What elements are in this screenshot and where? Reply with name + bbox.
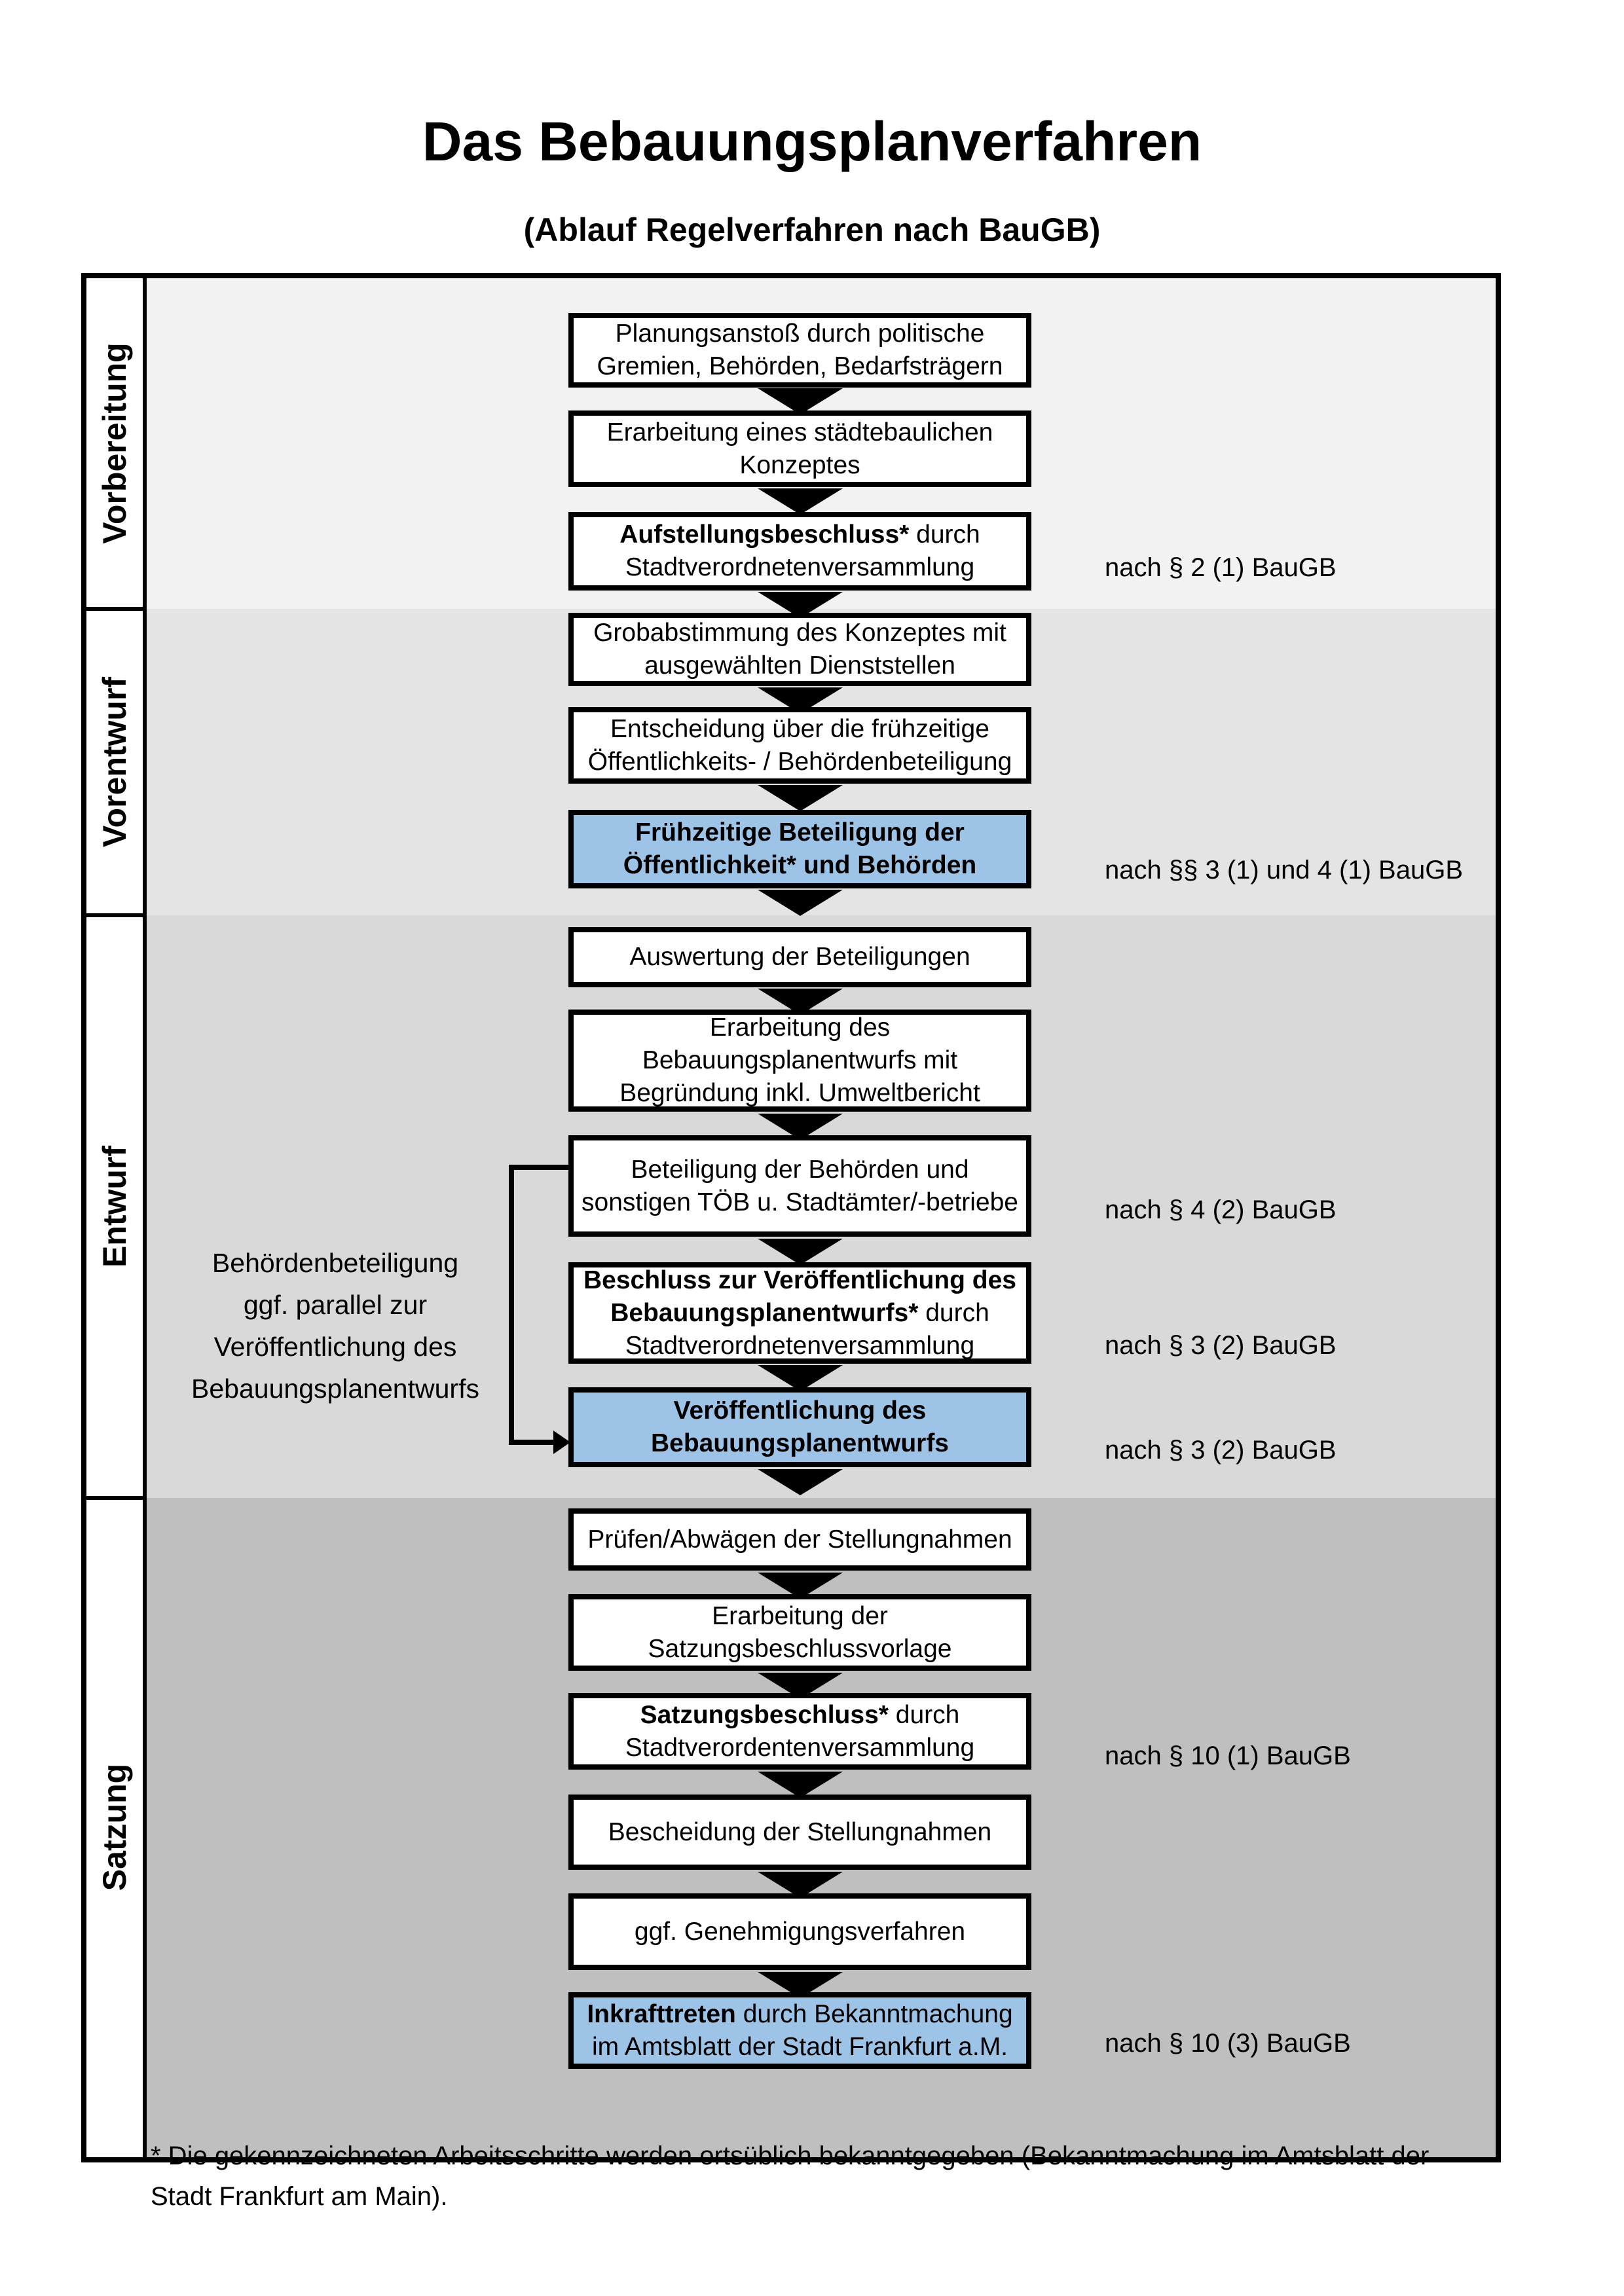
side-note-line: Veröffentlichung des <box>213 1332 457 1362</box>
flow-step-satzungsbeschluss: Satzungsbeschluss* durch Stadtverordente… <box>568 1693 1031 1770</box>
side-note-line: Behördenbeteiligung <box>212 1248 459 1278</box>
step-text: Begründung inkl. Umweltbericht <box>619 1079 980 1107</box>
step-text: Erarbeitung des <box>709 1013 891 1042</box>
right-arrowhead-icon <box>553 1430 570 1454</box>
down-arrow-icon <box>758 1365 843 1391</box>
law-ref-beschluss-veroeffentlichung: nach § 3 (2) BauGB <box>1105 1331 1337 1360</box>
step-text-bold: Öffentlichkeit* und Behörden <box>623 851 977 879</box>
down-arrow-icon <box>758 1469 843 1495</box>
page-subtitle: (Ablauf Regelverfahren nach BauGB) <box>523 211 1101 248</box>
down-arrow-icon <box>758 890 843 916</box>
step-text-bold: Beschluss zur Veröffentlichung des <box>583 1266 1016 1294</box>
phase-label-entwurf: Entwurf <box>96 1145 133 1268</box>
step-text: durch <box>888 1700 960 1729</box>
law-ref-veroeffentlichung: nach § 3 (2) BauGB <box>1105 1436 1337 1465</box>
step-text: ggf. Genehmigungsverfahren <box>634 1917 966 1946</box>
step-text: Satzungsbeschlussvorlage <box>648 1634 952 1663</box>
step-text: Grobabstimmung des Konzeptes mit <box>593 619 1006 647</box>
law-ref-aufstellungsbeschluss: nach § 2 (1) BauGB <box>1105 553 1337 582</box>
step-text: im Amtsblatt der Stadt Frankfurt a.M. <box>591 2032 1008 2061</box>
step-text: Inkrafttreten durch Bekanntmachung <box>587 1998 1012 2031</box>
bracket-connector-vertical <box>509 1165 514 1445</box>
side-note-line: Bebauungsplanentwurfs <box>191 1374 479 1404</box>
flow-step-fruehzeitige-beteiligung: Frühzeitige Beteiligung der Öffentlichke… <box>568 810 1031 888</box>
step-text: Erarbeitung eines städtebaulichen <box>606 418 993 446</box>
bracket-connector-top <box>509 1165 568 1170</box>
step-text: durch <box>909 520 980 549</box>
flow-step-erarbeitung-entwurf: Erarbeitung des Bebauungsplanentwurfs mi… <box>568 1010 1031 1112</box>
step-text: durch <box>918 1298 989 1327</box>
step-text: sonstigen TÖB u. Stadtämter/-betriebe <box>581 1188 1018 1216</box>
bracket-connector-bottom <box>509 1440 555 1445</box>
step-text: durch Bekanntmachung <box>735 1999 1013 2028</box>
step-text: Stadtverordnetenversammlung <box>625 553 975 581</box>
phase-label-satzung: Satzung <box>96 1763 133 1891</box>
step-text: Bebauungsplanentwurfs* durch <box>610 1297 989 1330</box>
step-text: Bescheidung der Stellungnahmen <box>608 1817 992 1846</box>
flow-step-konzept: Erarbeitung eines städtebaulichen Konzep… <box>568 410 1031 487</box>
flow-step-inkrafttreten: Inkrafttreten durch Bekanntmachung im Am… <box>568 1992 1031 2069</box>
step-text: Planungsanstoß durch politische <box>615 319 985 348</box>
footnote: * Die gekennzeichneten Arbeitsschritte w… <box>151 2141 1430 2211</box>
step-text: Satzungsbeschluss* durch <box>640 1699 960 1732</box>
flow-step-pruefen-abwaegen: Prüfen/Abwägen der Stellungnahmen <box>568 1508 1031 1571</box>
step-text-bold: Veröffentlichung des <box>673 1396 927 1425</box>
flow-step-satzungsvorlage: Erarbeitung der Satzungsbeschlussvorlage <box>568 1594 1031 1671</box>
law-ref-satzungsbeschluss: nach § 10 (1) BauGB <box>1105 1741 1351 1770</box>
down-arrow-icon <box>758 1772 843 1798</box>
phase-label-column <box>86 278 147 2157</box>
down-arrow-icon <box>758 388 843 414</box>
law-ref-behoerdenbeteiligung: nach § 4 (2) BauGB <box>1105 1195 1337 1224</box>
step-text-bold: Bebauungsplanentwurfs* <box>610 1298 919 1327</box>
step-text: Auswertung der Beteiligungen <box>629 943 970 971</box>
phase-label-vorbereitung: Vorbereitung <box>96 342 133 544</box>
flow-step-bescheidung: Bescheidung der Stellungnahmen <box>568 1795 1031 1870</box>
step-text: Prüfen/Abwägen der Stellungnahmen <box>587 1525 1012 1554</box>
down-arrow-icon <box>758 488 843 515</box>
step-text-bold: Aufstellungsbeschluss* <box>619 520 910 549</box>
flow-step-entscheidung-beteiligung: Entscheidung über die frühzeitige Öffent… <box>568 707 1031 784</box>
step-text-bold: Bebauungsplanentwurfs <box>650 1429 950 1457</box>
diagram-frame: Vorbereitung Vorentwurf Entwurf Satzung … <box>81 273 1501 2162</box>
step-text-bold: Satzungsbeschluss* <box>640 1700 889 1729</box>
phase-separator <box>86 913 147 917</box>
law-ref-inkrafttreten: nach § 10 (3) BauGB <box>1105 2029 1351 2058</box>
step-text: Gremien, Behörden, Bedarfsträgern <box>597 352 1003 380</box>
side-note-behoerdenbeteiligung: Behördenbeteiligung ggf. parallel zur Ve… <box>165 1242 506 1410</box>
flow-step-planungsanstoss: Planungsanstoß durch politische Gremien,… <box>568 313 1031 388</box>
flow-step-auswertung: Auswertung der Beteiligungen <box>568 927 1031 987</box>
down-arrow-icon <box>758 785 843 811</box>
flow-step-behoerdenbeteiligung: Beteiligung der Behörden und sonstigen T… <box>568 1135 1031 1237</box>
flow-step-aufstellungsbeschluss: Aufstellungsbeschluss* durch Stadtverord… <box>568 512 1031 591</box>
law-ref-fruehzeitige-beteiligung: nach §§ 3 (1) und 4 (1) BauGB <box>1105 856 1463 884</box>
phase-separator <box>86 607 147 611</box>
flow-step-grobabstimmung: Grobabstimmung des Konzeptes mit ausgewä… <box>568 613 1031 686</box>
step-text-bold: Frühzeitige Beteiligung der <box>635 818 965 847</box>
step-text: Beteiligung der Behörden und <box>631 1155 969 1184</box>
down-arrow-icon <box>758 1239 843 1265</box>
step-text: Erarbeitung der <box>712 1601 888 1630</box>
page-title: Das Bebauungsplanverfahren <box>422 111 1202 172</box>
step-text: Stadtverordentenversammlung <box>625 1733 975 1762</box>
side-note-line: ggf. parallel zur <box>243 1290 428 1320</box>
flow-step-veroeffentlichung: Veröffentlichung des Bebauungsplanentwur… <box>568 1387 1031 1467</box>
step-text: Konzeptes <box>739 450 860 479</box>
step-text: Stadtverordnetenversammlung <box>625 1331 975 1360</box>
phase-label-vorentwurf: Vorentwurf <box>96 676 133 848</box>
step-text: Aufstellungsbeschluss* durch <box>619 519 980 551</box>
step-text: Entscheidung über die frühzeitige <box>610 714 989 743</box>
flow-step-veroeffentlichungs-beschluss: Beschluss zur Veröffentlichung des Bebau… <box>568 1262 1031 1364</box>
flow-step-genehmigungsverfahren: ggf. Genehmigungsverfahren <box>568 1893 1031 1970</box>
step-text: ausgewählten Dienststellen <box>644 651 955 680</box>
step-text: Bebauungsplanentwurfs mit <box>642 1046 958 1074</box>
phase-separator <box>86 1496 147 1500</box>
step-text-bold: Inkrafttreten <box>587 1999 736 2028</box>
step-text: Öffentlichkeits- / Behördenbeteiligung <box>587 747 1012 776</box>
